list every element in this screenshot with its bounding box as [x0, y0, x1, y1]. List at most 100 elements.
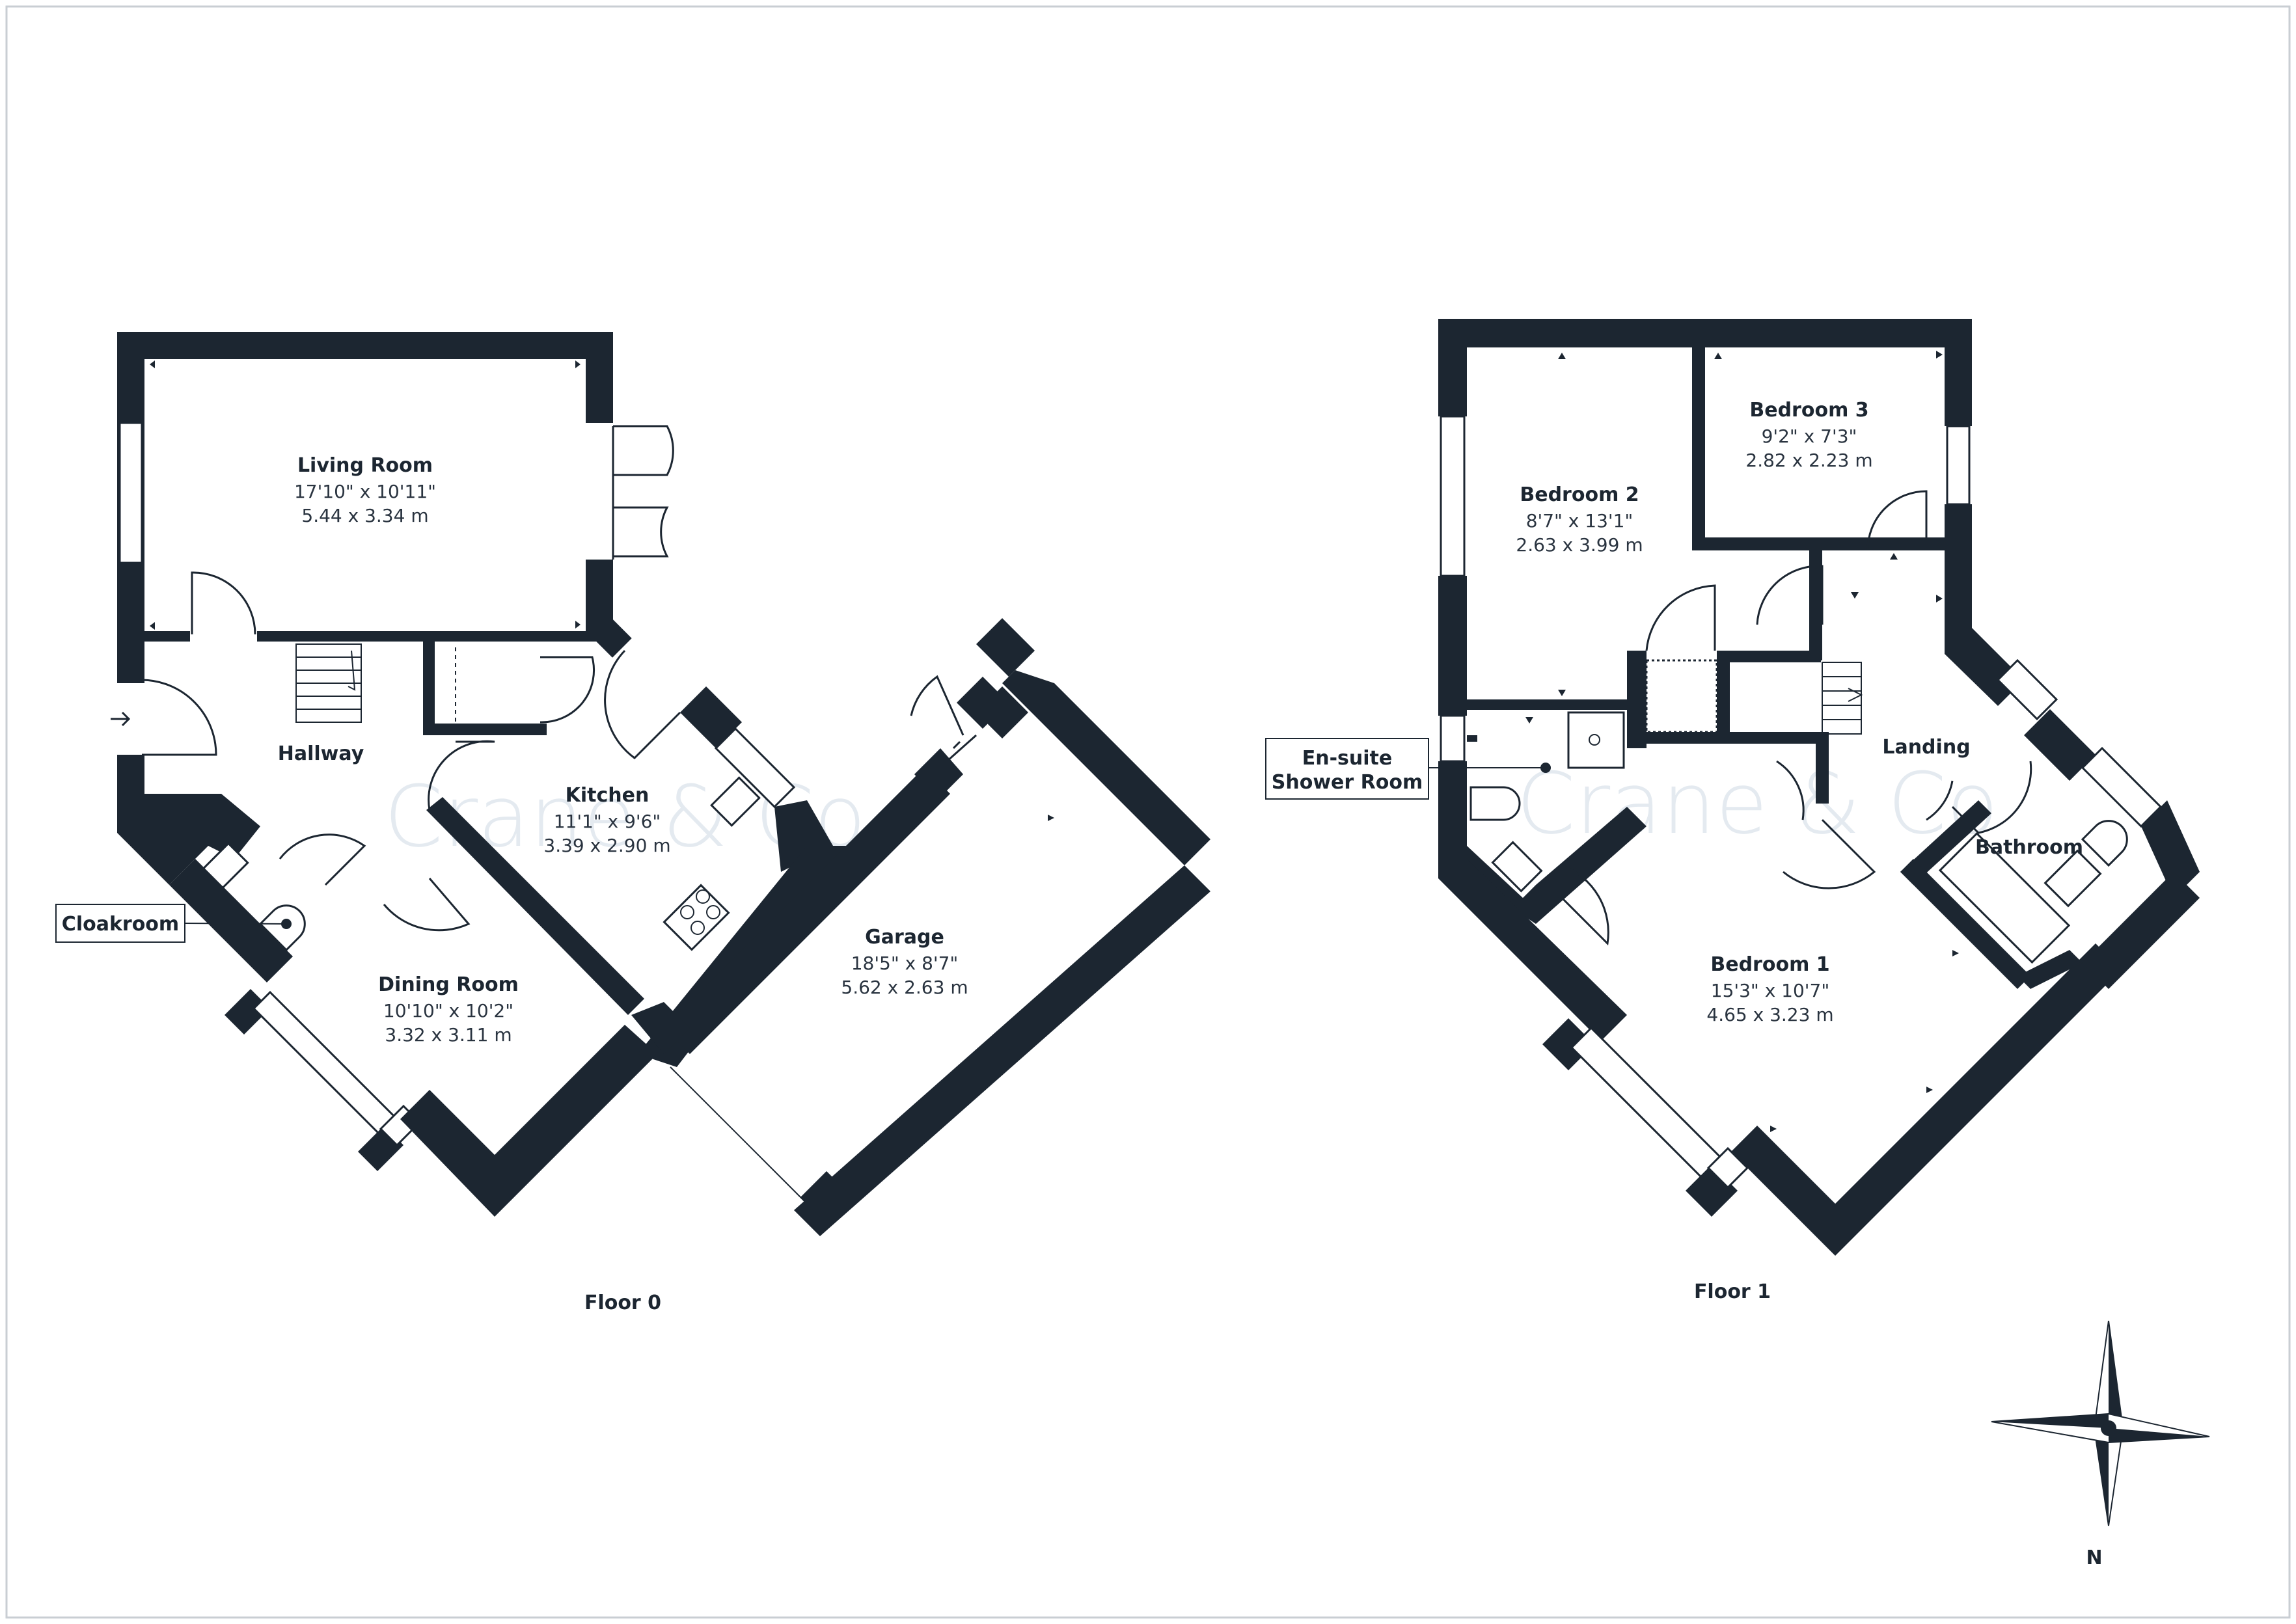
room-dimensions-metric: 5.62 x 2.63 m: [841, 977, 968, 998]
window: [1440, 714, 1466, 763]
room-name: Bathroom: [1975, 836, 2083, 859]
toilet-icon: [258, 904, 306, 952]
wall: [1467, 735, 1477, 742]
door-swing: [191, 571, 256, 635]
wall: [1945, 504, 1972, 654]
stairs: [295, 643, 362, 723]
callout-box: [55, 904, 185, 943]
callout-leader: [184, 923, 287, 925]
basin-icon: [1491, 841, 1543, 893]
wall: [664, 768, 950, 1054]
sink-icon: [710, 776, 761, 827]
wall: [1438, 319, 1467, 416]
room-dimensions-imperial: 9'2" x 7'3": [1762, 426, 1857, 447]
wall: [1717, 651, 1730, 742]
wall: [423, 724, 547, 735]
room-name: Bedroom 3: [1749, 399, 1868, 422]
wall: [1809, 547, 1822, 660]
floor-0: Living Room 17'10" x 10'11" 5.44 x 3.34 …: [55, 332, 1210, 1314]
room-dimensions-imperial: 8'7" x 13'1": [1526, 510, 1633, 532]
wall: [976, 618, 1035, 703]
wall: [144, 631, 190, 642]
basin-icon: [2043, 849, 2102, 908]
floor-1: Bedroom 3 9'2" x 7'3" 2.82 x 2.23 m Bedr…: [1265, 319, 2200, 1303]
door-swing: [910, 675, 964, 736]
wall: [794, 865, 1210, 1236]
wall: [1438, 319, 1972, 347]
door-swing: [613, 506, 669, 558]
door-leaf: [946, 734, 977, 763]
room-dimensions-imperial: 10'10" x 10'2": [383, 1000, 513, 1022]
room-dimensions-imperial: 17'10" x 10'11": [294, 481, 436, 502]
door-swing: [1926, 780, 1954, 821]
room-dimensions-imperial: 11'1" x 9'6": [554, 811, 661, 832]
door-swing: [1756, 565, 1824, 625]
wall: [1438, 846, 1627, 1041]
wall: [169, 859, 293, 982]
room-name: Dining Room: [378, 973, 519, 996]
wall: [117, 332, 613, 359]
floor-label: Floor 1: [1694, 1280, 1771, 1303]
room-name: Kitchen: [566, 784, 649, 807]
door-swing: [428, 740, 495, 811]
wall: [2024, 709, 2096, 781]
room-name: Living Room: [297, 454, 433, 477]
door-swing: [1783, 819, 1876, 889]
door-swing: [1951, 761, 2032, 834]
door-swing: [279, 833, 366, 886]
room-name: Bedroom 1: [1710, 953, 1829, 976]
door-swing: [1645, 584, 1716, 651]
entry-arrow-icon: [111, 711, 131, 727]
room-dimensions-metric: 4.65 x 3.23 m: [1706, 1004, 1833, 1025]
watermark-floor-1: Crane & Co: [1516, 754, 1999, 853]
compass-rose-icon: [1991, 1320, 2210, 1526]
room-name: Bedroom 2: [1520, 483, 1639, 506]
toilet-icon: [1469, 786, 1521, 821]
wall: [586, 332, 613, 423]
wall: [225, 989, 270, 1035]
room-dimensions-imperial: 18'5" x 8'7": [851, 953, 959, 974]
wall-markers: [150, 360, 1061, 821]
wall: [1627, 732, 1816, 744]
wall: [1730, 651, 1821, 662]
room-dimensions-metric: 3.32 x 3.11 m: [385, 1024, 512, 1046]
wall: [1900, 800, 1991, 885]
wall: [976, 686, 1028, 738]
window: [1440, 415, 1466, 577]
window: [1996, 658, 2058, 721]
door-swing: [613, 425, 674, 476]
wall: [2083, 872, 2200, 989]
wall: [1692, 537, 1946, 550]
room-dimensions-imperial: 15'3" x 10'7": [1711, 980, 1829, 1001]
room-dimensions-metric: 2.63 x 3.99 m: [1516, 534, 1643, 556]
callout-label: En-suite: [1302, 747, 1393, 770]
window: [1946, 425, 1971, 506]
window: [1570, 1026, 1727, 1183]
room-name: Hallway: [278, 742, 364, 765]
wall: [914, 748, 963, 800]
window: [252, 990, 405, 1144]
wall: [1438, 576, 1467, 716]
window: [714, 727, 796, 809]
wall: [1692, 347, 1705, 550]
shower-tray-icon: [1567, 711, 1625, 769]
garage-door: [670, 1066, 808, 1204]
wall: [680, 686, 742, 748]
wall-markers: [1525, 351, 1959, 1132]
wall: [2141, 800, 2200, 898]
door-swing: [1866, 490, 1928, 551]
door-swing: [383, 878, 471, 932]
wall: [257, 631, 608, 642]
toilet-icon: [2081, 820, 2128, 867]
callout-marker: [1540, 763, 1551, 773]
door-swing: [1561, 864, 1609, 946]
wall: [800, 1171, 853, 1223]
wall: [1816, 732, 1829, 804]
callout-label-line2: Shower Room: [1272, 771, 1423, 794]
door-swing: [540, 656, 595, 724]
wall: [1438, 761, 1467, 859]
wall: [423, 641, 435, 735]
compass-north-label: N: [2086, 1547, 2102, 1569]
front-door-swing: [141, 679, 217, 756]
